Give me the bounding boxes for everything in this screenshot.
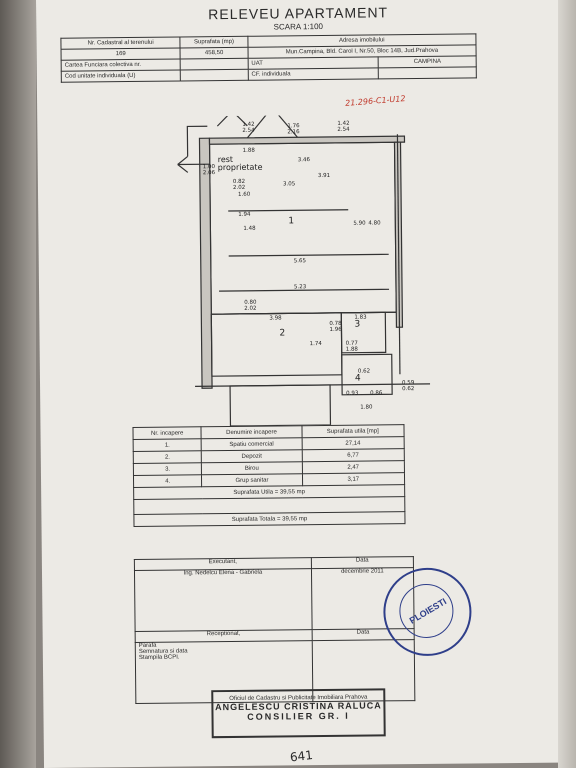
plan-dim: 1.48 — [243, 226, 256, 232]
plan-dim: 5.90 — [353, 221, 366, 227]
plan-dim: 5.23 — [294, 284, 307, 290]
rect-stamp: Oficiul de Cadastru si Publicitate Imobi… — [211, 688, 386, 739]
header-cell: 458,50 — [180, 47, 248, 59]
room-number: 3 — [354, 320, 360, 330]
plan-dim: 1.88 — [346, 347, 359, 353]
header-cell: Cod unitate individuala (U) — [61, 69, 181, 83]
plan-dim: 3.91 — [318, 173, 330, 179]
handwritten-reference: 21.296-C1-U12 — [344, 94, 406, 108]
plan-dim: 0.62 — [358, 369, 370, 375]
header-table: Nr. Cadastral al terenului Suprafata (mp… — [60, 33, 477, 83]
wall-left — [198, 137, 213, 389]
plan-dim: 1.88 — [243, 148, 256, 154]
dim-line — [228, 253, 389, 257]
header-cell: Suprafata (mp) — [180, 36, 248, 48]
engineer-name: Ing. Nedelcu Elena - Gabriela — [134, 568, 312, 632]
room-3-outline — [340, 311, 387, 354]
area-cell: 2. — [133, 450, 202, 464]
plan-dim: 1.83 — [354, 315, 367, 321]
lower-block — [229, 384, 332, 427]
plan-dim: 0.77 — [346, 341, 359, 347]
area-cell: 2,47 — [301, 460, 405, 474]
door-swing — [216, 113, 248, 127]
plan-dim: 1.96 — [329, 327, 342, 333]
plan-dim: 3.98 — [269, 315, 282, 321]
area-cell: 3. — [133, 462, 202, 476]
round-stamp: PLOIESTI — [382, 567, 472, 657]
plan-dim: 0.93 — [346, 391, 359, 397]
plan-dim: 3.05 — [283, 181, 296, 187]
area-cell: 3,17 — [301, 472, 405, 486]
plan-dim: 5.65 — [294, 258, 307, 264]
stamp-title: CONSILIER GR. I — [247, 710, 350, 722]
area-head-cell: Nr. incapere — [132, 426, 202, 440]
plan-dim: 0.82 — [233, 179, 245, 185]
area-cell: Depozit — [201, 449, 302, 463]
plan-dim: 1.76 — [287, 123, 300, 129]
plan-dim: 0.80 — [244, 300, 257, 306]
plan-dim: 0.62 — [402, 386, 414, 392]
header-cell — [180, 69, 249, 81]
plan-dim: 2.54 — [337, 127, 350, 133]
area-cell: Grup sanitar — [201, 473, 303, 487]
plan-dim: 2.02 — [244, 306, 256, 312]
handwritten-page-number: 641 — [289, 747, 314, 765]
room-4-outline — [341, 353, 393, 396]
signature-table: Executant, Data Ing. Nedelcu Elena - Gab… — [134, 556, 416, 704]
stair-line — [186, 125, 208, 157]
plan-dim: 1.00 — [203, 164, 216, 170]
room-number: 4 — [355, 374, 361, 384]
plan-dim: 4.80 — [368, 220, 381, 226]
plan-dim: 1.74 — [310, 341, 323, 347]
left-shadow — [0, 0, 36, 768]
dim-line — [228, 209, 349, 212]
wall-top — [208, 135, 406, 145]
header-cell — [378, 66, 477, 79]
area-table: Nr. incapere Denumire incapere Suprafata… — [132, 424, 406, 527]
plan-dim: 0.59 — [402, 380, 415, 386]
dim-line — [219, 288, 390, 292]
header-cell: CF. individuala — [247, 67, 379, 81]
plan-dim: 2.16 — [287, 129, 300, 135]
area-cell: 4. — [133, 474, 202, 488]
entry-arrow-head-a — [177, 155, 189, 165]
stampila-label: Stampila BCPI. — [138, 654, 180, 661]
plan-dim: 1.42 — [242, 122, 254, 128]
plan-dim: 1.80 — [360, 404, 373, 410]
rest-label: rest — [218, 155, 233, 164]
area-head-cell: Denumire incapere — [201, 425, 302, 439]
plan-dim: 0.78 — [329, 321, 342, 327]
area-cell: 1. — [133, 438, 202, 452]
plan-dim: 2.06 — [203, 170, 216, 176]
area-head-cell: Suprafata utila [mp] — [301, 424, 405, 438]
proprietate-label: proprietate — [218, 163, 263, 172]
area-cell: Birou — [201, 461, 302, 475]
plan-dim: 1.42 — [337, 121, 349, 127]
plan-dim: 2.54 — [242, 128, 255, 134]
room-number: 1 — [288, 216, 294, 226]
area-cell: 27,14 — [301, 436, 405, 450]
entry-arrow-head-b — [177, 164, 189, 173]
right-shadow — [558, 0, 576, 768]
room-number: 2 — [279, 328, 285, 338]
floor-plan: 1.42 2.54 1.76 2.16 1.42 2.54 1.88 3.46 … — [177, 113, 431, 427]
plan-dim: 1.94 — [238, 212, 251, 218]
plan-dim: 3.46 — [298, 157, 311, 163]
entry-line-a — [246, 113, 273, 139]
suprafata-totala: Suprafata Totala = 39,55 mp — [133, 511, 406, 527]
plan-dim: 0.86 — [370, 390, 383, 396]
plan-dim: 1.60 — [238, 192, 251, 198]
document-page: RELEVEU APARTAMENT SCARA 1:100 Nr. Cadas… — [36, 0, 569, 768]
entry-line-b — [271, 113, 298, 138]
header-cell — [180, 58, 248, 70]
right-edge — [396, 134, 401, 375]
area-cell: Spatiu comercial — [201, 437, 302, 451]
area-cell: 6,77 — [301, 448, 405, 462]
room-2-outline — [210, 312, 343, 377]
plan-dim: 2.02 — [233, 185, 245, 191]
